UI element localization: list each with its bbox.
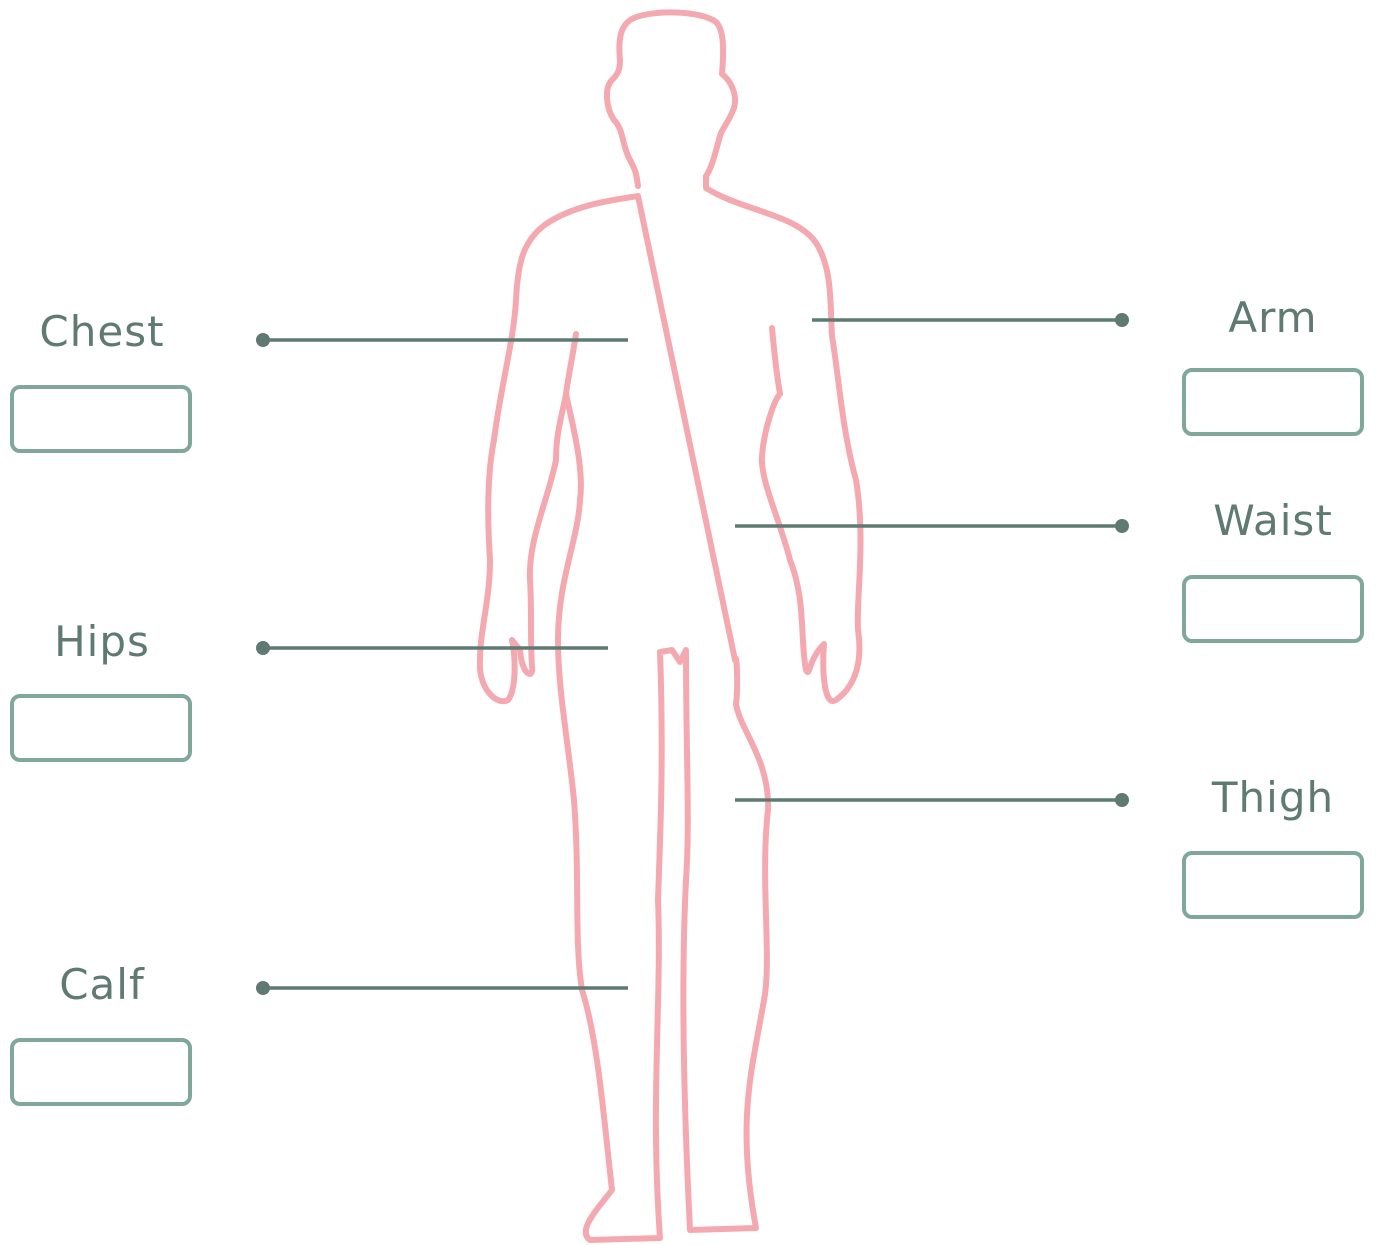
arm-label: Arm: [1173, 293, 1373, 343]
thigh-input[interactable]: [1182, 851, 1364, 919]
arm-leader-dot: [1115, 313, 1129, 327]
waist-input[interactable]: [1182, 575, 1364, 643]
hips-leader-dot: [256, 641, 270, 655]
chest-leader-dot: [256, 333, 270, 347]
thigh-leader-dot: [1115, 793, 1129, 807]
inner-arm-left: [566, 334, 576, 394]
hips-input[interactable]: [10, 694, 192, 762]
chest-label: Chest: [2, 307, 202, 357]
thigh-label: Thigh: [1173, 773, 1373, 823]
arm-input[interactable]: [1182, 368, 1364, 436]
waist-label: Waist: [1173, 496, 1373, 546]
body-silhouette: [480, 12, 861, 1240]
waist-leader-dot: [1115, 519, 1129, 533]
hips-label: Hips: [2, 617, 202, 667]
body-outline: [480, 12, 861, 1240]
calf-label: Calf: [2, 960, 202, 1010]
calf-leader-dot: [256, 981, 270, 995]
calf-input[interactable]: [10, 1038, 192, 1106]
leader-lines: [256, 313, 1129, 995]
chest-input[interactable]: [10, 385, 192, 453]
